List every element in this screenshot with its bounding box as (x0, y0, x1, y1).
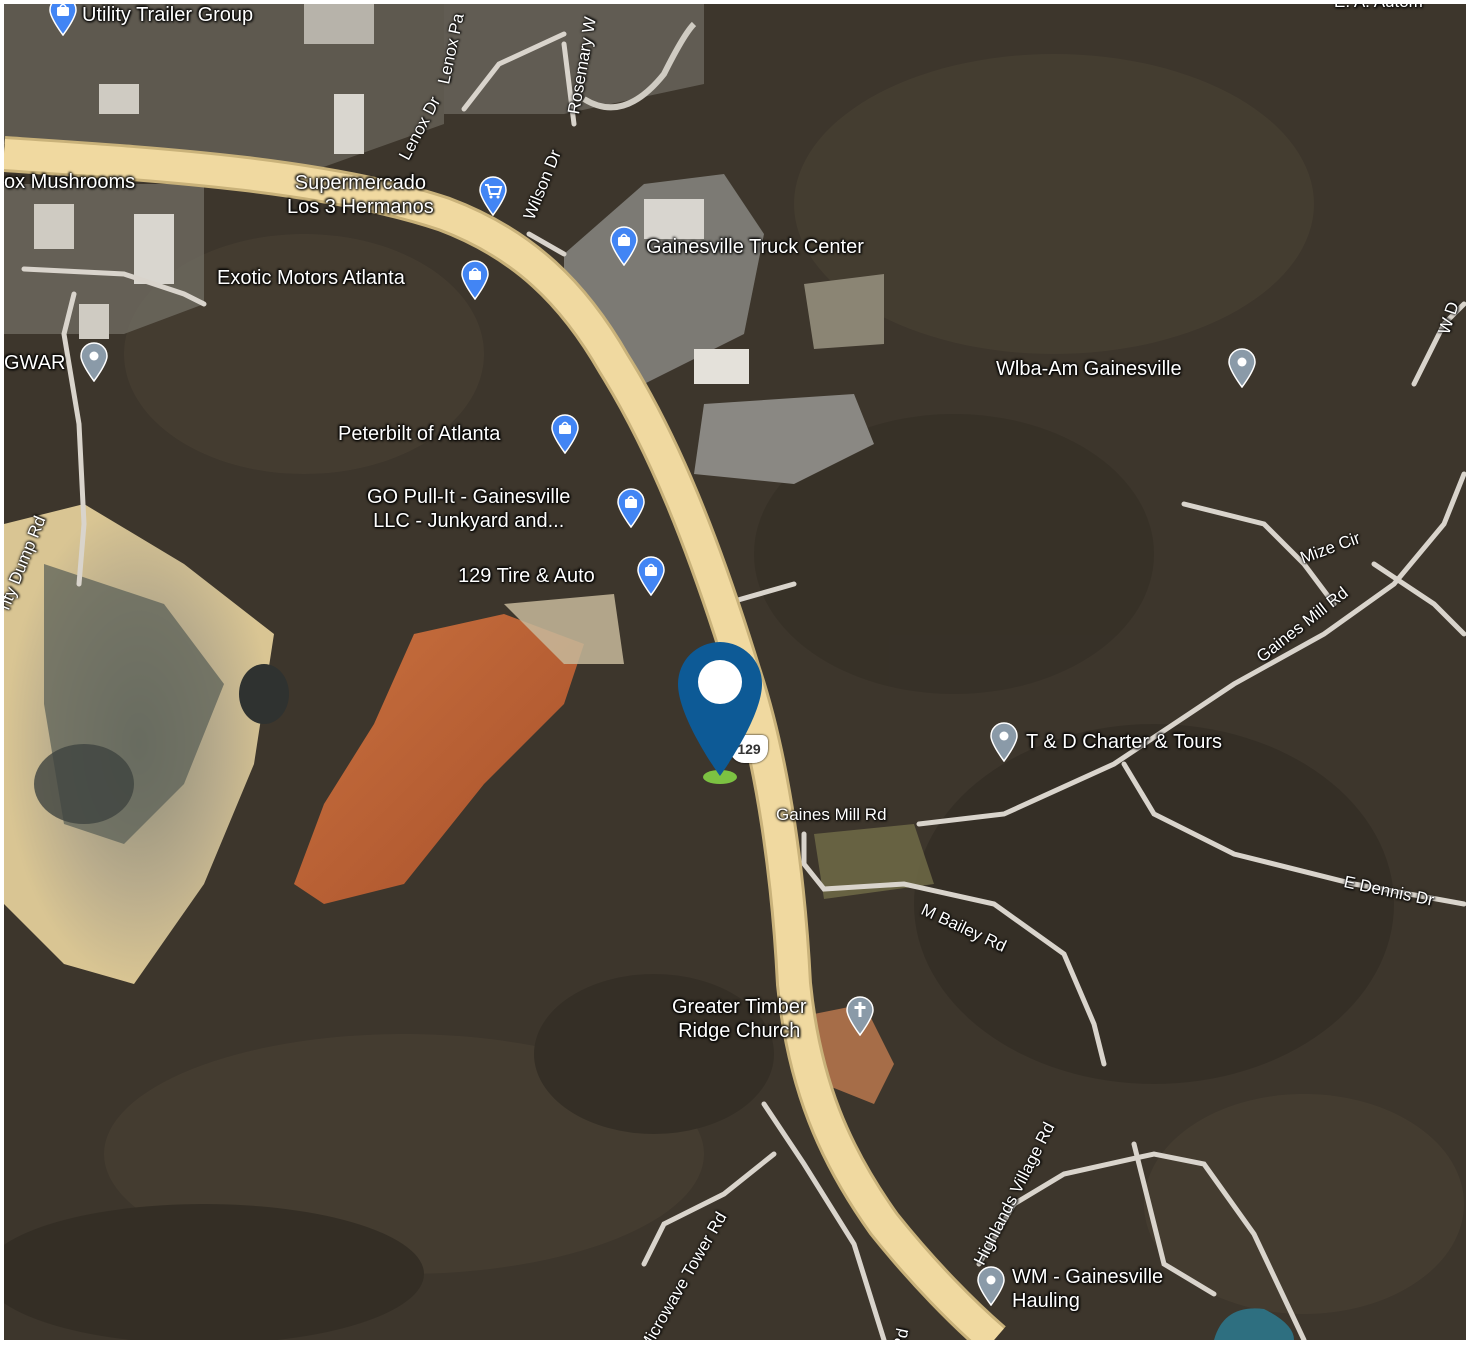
marker-center-dot (698, 660, 742, 704)
place-label-wlba[interactable]: Wlba-Am Gainesville (996, 358, 1182, 380)
location-pin-icon[interactable] (1227, 348, 1257, 388)
shopping-bag-icon[interactable] (636, 556, 666, 596)
forest-texture (4, 54, 1464, 1340)
selected-location-marker[interactable] (672, 638, 768, 788)
place-label-exotic-motors[interactable]: Exotic Motors Atlanta (217, 267, 405, 289)
place-label-gainesville-truck[interactable]: Gainesville Truck Center (646, 236, 864, 258)
cross-icon[interactable] (845, 996, 875, 1036)
place-label-gwar[interactable]: GWAR (4, 352, 66, 374)
road-label-e-a-auto: E. A. Autom (1334, 4, 1423, 12)
clay-clearing (294, 614, 584, 904)
place-label-supermercado[interactable]: Supermercado Los 3 Hermanos (287, 172, 434, 218)
map-imagery (4, 4, 1466, 1340)
us-129-highway (4, 136, 1006, 1340)
shopping-bag-icon[interactable] (616, 488, 646, 528)
satellite-map[interactable]: 129 Utility Trailer Group ox Mushrooms S… (4, 4, 1466, 1340)
place-label-utility-trailer[interactable]: Utility Trailer Group (82, 4, 254, 26)
local-roads (21, 31, 1466, 1340)
location-pin-icon[interactable] (976, 1266, 1006, 1306)
shopping-bag-icon[interactable] (48, 4, 78, 36)
road-label-gaines-mill: Gaines Mill Rd (776, 805, 887, 824)
place-label-peterbilt[interactable]: Peterbilt of Atlanta (338, 423, 501, 445)
shopping-bag-icon[interactable] (460, 260, 490, 300)
pond (1214, 1308, 1294, 1340)
shopping-bag-icon[interactable] (550, 414, 580, 454)
place-label-timber-ridge[interactable]: Greater Timber Ridge Church (672, 996, 807, 1042)
place-label-mushrooms[interactable]: ox Mushrooms (4, 171, 136, 193)
shopping-cart-icon[interactable] (478, 176, 508, 216)
place-label-wm-hauling[interactable]: WM - Gainesville Hauling (1012, 1266, 1164, 1312)
shopping-bag-icon[interactable] (609, 226, 639, 266)
location-pin-icon[interactable] (79, 342, 109, 382)
location-pin-icon[interactable] (989, 722, 1019, 762)
place-label-go-pull-it[interactable]: GO Pull-It - Gainesville LLC - Junkyard … (367, 486, 571, 532)
place-label-tire-auto[interactable]: 129 Tire & Auto (458, 565, 595, 587)
place-label-td-charter[interactable]: T & D Charter & Tours (1026, 731, 1222, 753)
marker-base (703, 770, 737, 784)
